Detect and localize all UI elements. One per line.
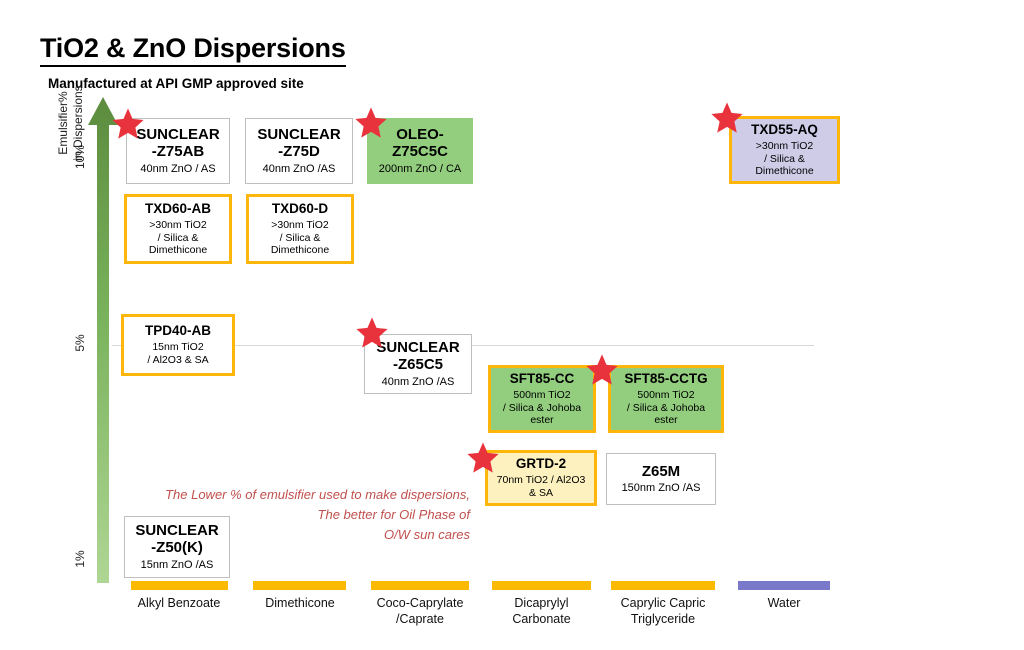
node-title: SFT85-CC [509,371,575,387]
node-detail: 150nm ZnO /AS [621,482,701,495]
node-title: SUNCLEAR -Z65C5 [376,338,460,374]
node-txd55-aq[interactable]: TXD55-AQ >30nm TiO2 / Silica & Dimethico… [729,116,840,184]
annotation-note: The Lower % of emulsifier used to make d… [165,487,470,543]
node-detail: 70nm TiO2 / Al2O3 & SA [496,474,586,499]
node-title: TXD60-D [271,201,329,217]
node-tpd40-ab[interactable]: TPD40-AB 15nm TiO2 / Al2O3 & SA [121,314,235,376]
y-axis-tick-5: 5% [73,334,87,352]
x-axis-bar-coco-caprylate [371,581,469,590]
x-axis-bar-dimethicone [253,581,346,590]
star-icon [111,107,145,141]
node-detail: 40nm ZnO /AS [262,163,336,176]
emulsifier-increase-arrow-icon [88,97,118,583]
page-title: TiO2 & ZnO Dispersions [40,33,346,68]
node-title: SFT85-CCTG [624,371,708,387]
node-sunclear-z75ab[interactable]: SUNCLEAR -Z75AB 40nm ZnO / AS [126,118,230,184]
star-icon [466,441,500,475]
star-icon [710,101,744,135]
node-sunclear-z75d[interactable]: SUNCLEAR -Z75D 40nm ZnO /AS [245,118,353,184]
node-sft85-cctg[interactable]: SFT85-CCTG 500nm TiO2 / Silica & Johoba … [608,365,724,433]
node-detail: 15nm ZnO /AS [140,559,214,572]
x-axis-label-dimethicone: Dimethicone [265,596,335,610]
y-axis-tick-1: 1% [73,550,87,568]
node-txd60-ab[interactable]: TXD60-AB >30nm TiO2 / Silica & Dimethico… [124,194,232,264]
x-axis-label-water: Water [767,596,801,610]
y-axis-tick-10: 10% [73,144,87,170]
x-axis-label-dicaprylyl-carbonate: Dicaprylyl Carbonate [512,596,571,627]
node-detail: 500nm TiO2 / Silica & Johoba ester [502,389,582,427]
x-axis-label-alkyl-benzoate: Alkyl Benzoate [137,596,221,610]
node-title: SUNCLEAR -Z50(K) [135,521,219,557]
node-txd60-d[interactable]: TXD60-D >30nm TiO2 / Silica & Dimethicon… [246,194,354,264]
node-sft85-cc[interactable]: SFT85-CC 500nm TiO2 / Silica & Johoba es… [488,365,596,433]
node-detail: 200nm ZnO / CA [378,163,462,176]
node-grtd-2[interactable]: GRTD-2 70nm TiO2 / Al2O3 & SA [485,450,597,506]
node-detail: >30nm TiO2 / Silica & Dimethicone [270,219,330,257]
node-title: TPD40-AB [144,323,211,339]
node-detail: 40nm ZnO / AS [140,163,216,176]
x-axis-bar-alkyl-benzoate [131,581,228,590]
node-detail: >30nm TiO2 / Silica & Dimethicone [148,219,208,257]
star-icon [585,353,619,387]
node-title: SUNCLEAR -Z75AB [136,125,220,161]
node-detail: >30nm TiO2 / Silica & Dimethicone [755,140,814,178]
x-axis-bar-caprylic-capric-triglyceride [611,581,715,590]
node-title: TXD55-AQ [751,122,818,138]
node-oleo-z75c5c[interactable]: OLEO- Z75C5C 200nm ZnO / CA [367,118,473,184]
node-detail: 15nm TiO2 / Al2O3 & SA [147,341,209,366]
node-title: OLEO- Z75C5C [392,125,448,161]
node-title: GRTD-2 [515,456,567,472]
node-detail: 500nm TiO2 / Silica & Johoba ester [626,389,706,427]
node-sunclear-z65c5[interactable]: SUNCLEAR -Z65C5 40nm ZnO /AS [364,334,472,394]
x-axis-label-caprylic-capric-triglyceride: Caprylic Capric Triglyceride [620,596,706,627]
node-title: TXD60-AB [144,201,211,217]
node-title: SUNCLEAR -Z75D [257,125,341,161]
x-axis-bar-water [738,581,830,590]
x-axis-label-coco-caprylate: Coco-Caprylate /Caprate [376,596,464,627]
node-detail: 40nm ZnO /AS [381,376,455,389]
page-subtitle: Manufactured at API GMP approved site [48,76,304,91]
node-z65m[interactable]: Z65M 150nm ZnO /AS [606,453,716,505]
star-icon [355,316,389,350]
star-icon [354,106,388,140]
x-axis-bar-dicaprylyl-carbonate [492,581,591,590]
node-title: Z65M [641,462,681,480]
y-axis-title: Emulsifier% in Dispersions [56,85,85,161]
node-sunclear-z50k[interactable]: SUNCLEAR -Z50(K) 15nm ZnO /AS [124,516,230,578]
